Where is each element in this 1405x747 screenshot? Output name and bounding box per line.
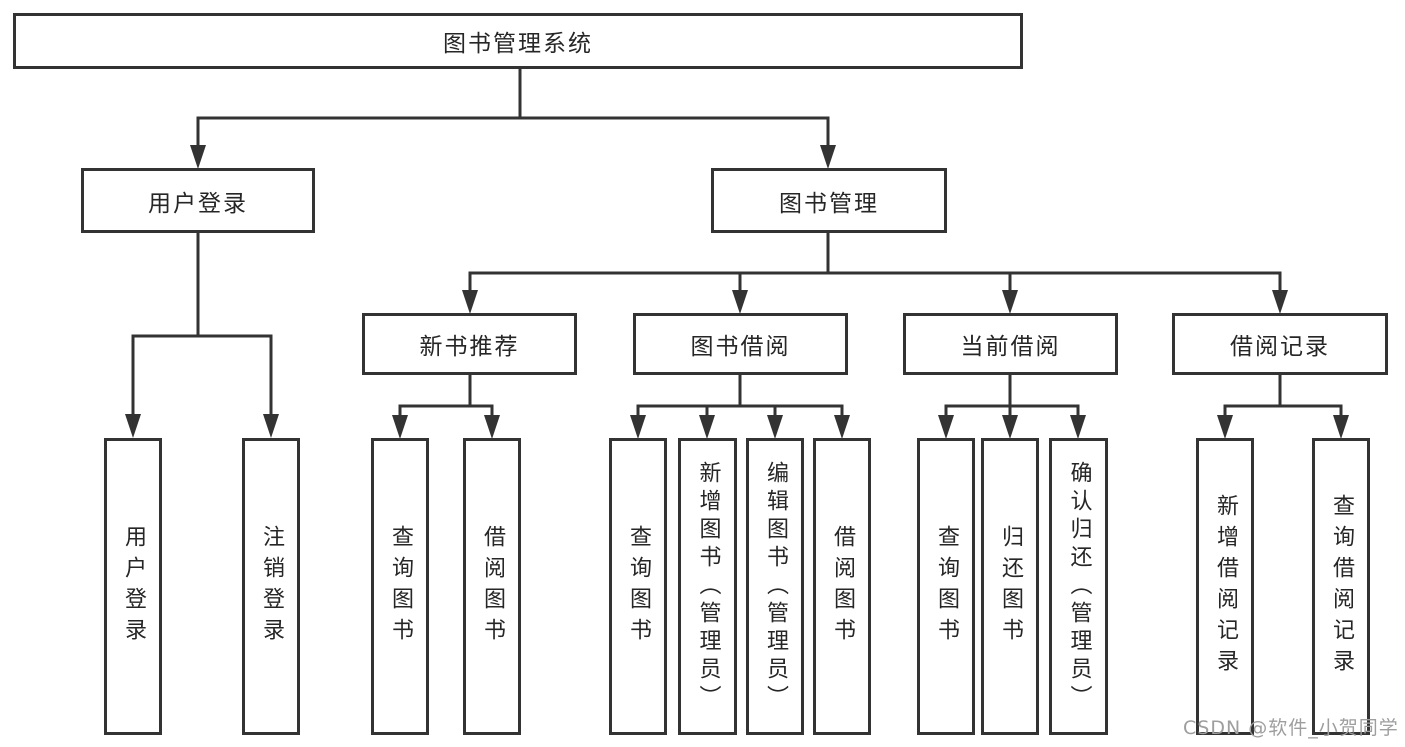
node-user-login-label: 用户登录 [148,190,248,217]
node-borrowing-label: 图书借阅 [690,334,791,360]
csdn-watermark: CSDN @软件_小贺同学 [1183,717,1399,739]
leaf-borrowing-search: 查询图书 [609,438,667,735]
connector-new-books-branch [398,374,494,417]
leaf-borrowing-add: 新增图书（管理员） [678,438,737,735]
node-user-login: 用户登录 [81,168,315,233]
node-root: 图书管理系统 [13,13,1023,69]
node-borrowing: 图书借阅 [633,313,848,375]
connector-root-to-level1 [196,68,830,148]
leaf-current-confirm-label: 确认归还（管理员） [1066,460,1092,713]
node-root-label: 图书管理系统 [443,31,593,57]
connector-user-login-branch [131,232,273,416]
arrowheads-book-mgmt-branch [462,290,1288,314]
node-book-mgmt: 图书管理 [711,168,947,233]
arrowheads-current-borrow-branch [938,415,1086,439]
arrowheads-level1 [190,145,836,169]
leaf-current-search: 查询图书 [917,438,975,735]
arrowheads-borrow-records-branch [1217,415,1349,439]
leaf-records-add: 新增借阅记录 [1196,438,1254,735]
leaf-logout: 注销登录 [242,438,300,735]
leaf-records-search-label: 查询借阅记录 [1329,493,1354,680]
node-book-mgmt-label: 图书管理 [779,190,879,217]
node-borrow-records: 借阅记录 [1172,313,1388,375]
leaf-borrowing-borrow-label: 借阅图书 [830,524,855,649]
leaf-user-login-label: 用户登录 [121,524,146,649]
arrowheads-new-books-branch [392,415,500,439]
leaf-newbooks-borrow: 借阅图书 [463,438,521,735]
leaf-current-search-label: 查询图书 [934,524,959,649]
leaf-newbooks-borrow-label: 借阅图书 [480,524,505,649]
node-borrow-records-label: 借阅记录 [1230,334,1330,360]
leaf-user-login: 用户登录 [104,438,162,735]
leaf-borrowing-add-label: 新增图书（管理员） [695,460,721,713]
arrowheads-borrowing-branch [630,415,850,439]
leaf-current-return: 归还图书 [981,438,1039,735]
leaf-borrowing-edit: 编辑图书（管理员） [746,438,804,735]
leaf-borrowing-search-label: 查询图书 [626,524,651,649]
node-new-books: 新书推荐 [362,313,577,375]
leaf-logout-label: 注销登录 [259,524,284,649]
connector-borrowing-branch [636,374,844,417]
leaf-borrowing-edit-label: 编辑图书（管理员） [763,460,788,713]
node-current-borrow-label: 当前借阅 [960,334,1061,360]
leaf-records-add-label: 新增借阅记录 [1213,493,1238,680]
leaf-newbooks-search-label: 查询图书 [388,524,413,649]
leaf-current-return-label: 归还图书 [998,524,1023,649]
connector-current-borrow-branch [944,374,1080,417]
node-current-borrow: 当前借阅 [903,313,1118,375]
leaf-newbooks-search: 查询图书 [371,438,429,735]
leaf-current-confirm: 确认归还（管理员） [1049,438,1108,735]
connector-book-mgmt-branch [468,232,1282,292]
arrowheads-user-login-branch [125,414,279,438]
leaf-records-search: 查询借阅记录 [1312,438,1370,735]
leaf-borrowing-borrow: 借阅图书 [813,438,871,735]
node-new-books-label: 新书推荐 [419,334,520,360]
connector-borrow-records-branch [1223,374,1343,417]
